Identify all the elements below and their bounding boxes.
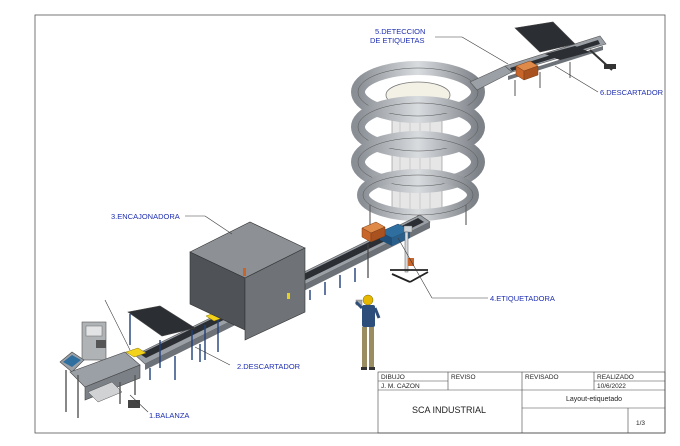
drawing-border (34, 14, 666, 434)
title-block-realizado-label: REALIZADO (597, 374, 634, 381)
callout-balanza: 1.BALANZA (149, 411, 189, 420)
leader-lines (104, 36, 599, 413)
title-block-company: SCA INDUSTRIAL (412, 405, 486, 415)
title-block-reviso-label: REVISO (451, 374, 476, 381)
spiral-conveyor (351, 61, 485, 232)
callout-descartador-2: 6.DESCARTADOR (600, 88, 664, 97)
operator-figure (354, 294, 381, 370)
title-block-revisado-label: REVISADO (525, 374, 559, 381)
etiquetadora-machine (361, 221, 429, 283)
title-block-dibujo-label: DIBUJO (381, 374, 405, 381)
callout-etiquetadora: 4.ETIQUETADORA (490, 294, 555, 303)
title-block-drawing-title: Layout-etiquetado (566, 396, 622, 403)
callout-deteccion-line2: DE ETIQUETAS (370, 36, 424, 45)
callout-deteccion-line1: 5.DETECCION (375, 27, 425, 36)
title-block-sheet: 1/3 (636, 420, 645, 427)
callout-encajonadora: 3.ENCAJONADORA (111, 212, 180, 221)
title-block-realizado-value: 10/6/2022 (597, 383, 626, 390)
encajonadora-machine (189, 221, 306, 341)
product-yellow-1 (125, 347, 147, 358)
title-block-dibujo-value: J. M. CAZON (381, 383, 420, 390)
title-block (377, 371, 666, 434)
callout-descartador-1: 2.DESCARTADOR (237, 362, 301, 371)
orange-box-upper (515, 60, 539, 81)
balanza-machine (59, 321, 141, 418)
upper-conveyor (469, 21, 616, 96)
orange-box-lower (361, 221, 386, 243)
